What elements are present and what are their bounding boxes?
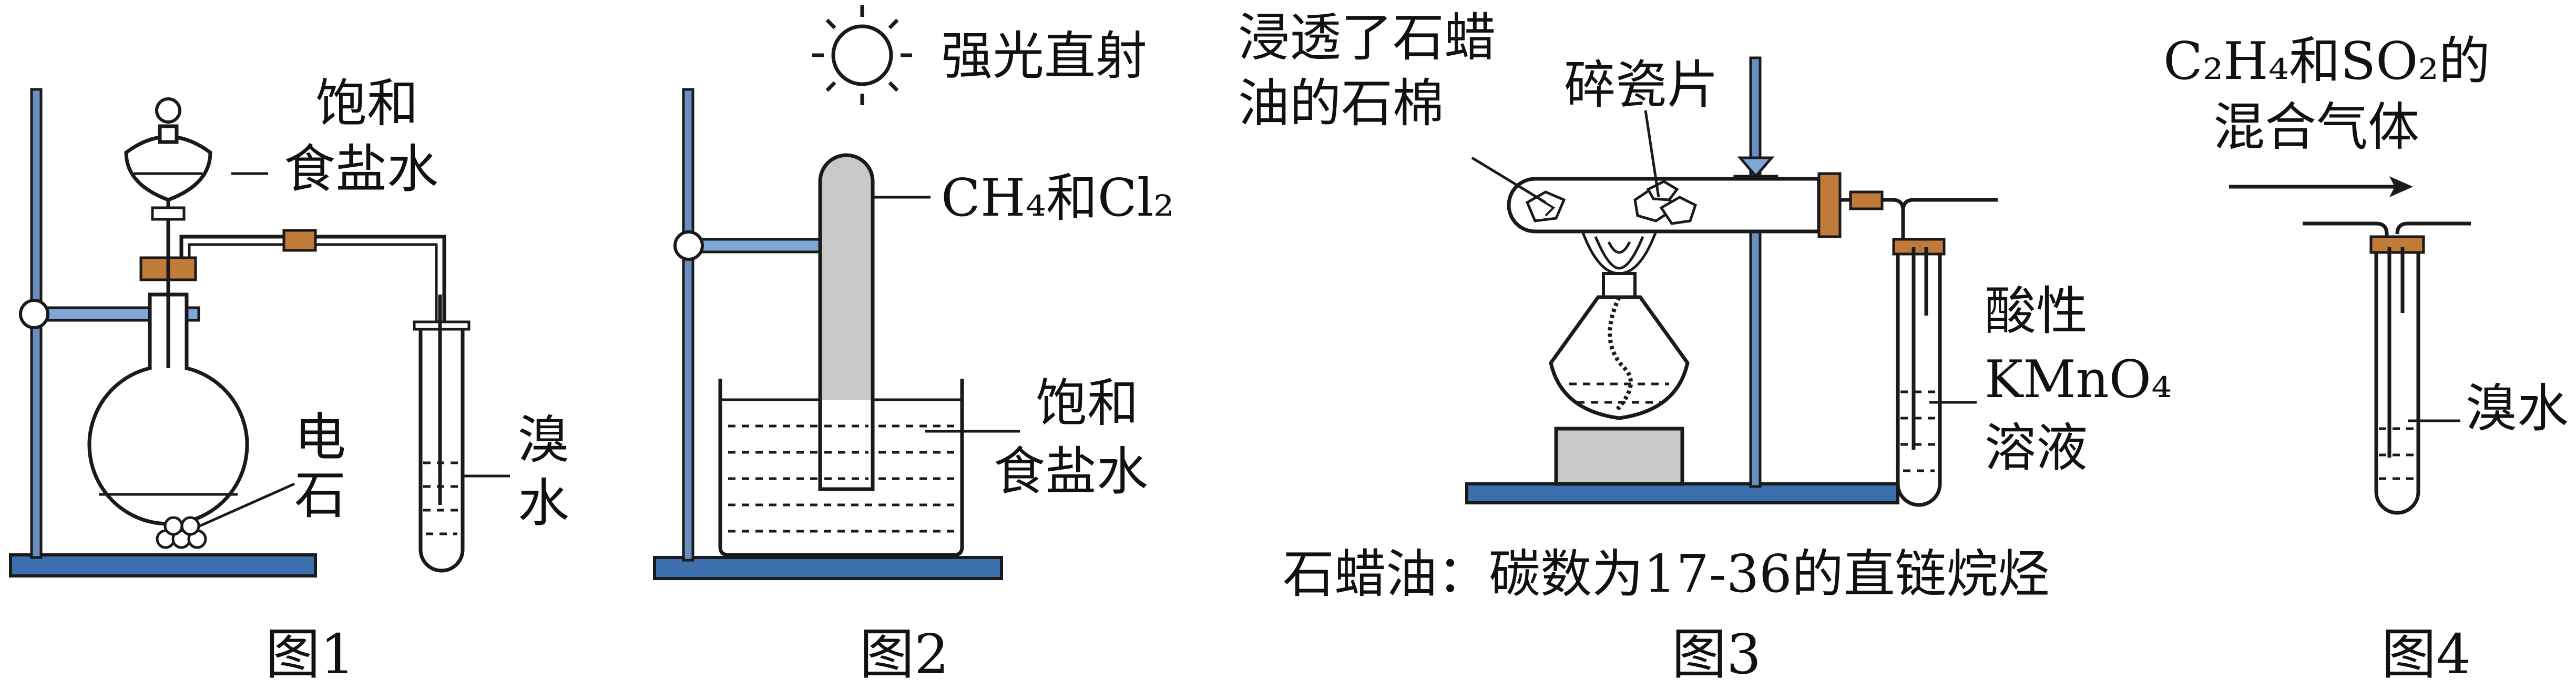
label-brine-2: 食盐水 [994,442,1148,502]
label-reagent-1: 酸性 [1985,281,2088,341]
tube-stopper [2369,235,2425,254]
label-light: 强光直射 [941,26,1147,86]
outlet-tube [2395,221,2471,235]
caption-fig1: 图1 [265,622,355,686]
lamp-wick-holder [1602,272,1637,299]
label-reagent-2: KMnO₄ [1985,350,2172,410]
arrow-head [2389,176,2413,197]
label-bromine: 溴水 [2466,379,2569,439]
caption-fig3: 图3 [1672,622,1761,686]
figure-1: 饱和 食盐水 电 石 溴 水 图1 [9,74,569,686]
label-asbestos-1: 浸透了石蜡 [1238,8,1496,68]
lamp-block [1554,427,1684,486]
funnel-neck [158,124,179,144]
inlet-tube [2303,221,2389,455]
tube-stopper [1892,238,1946,256]
stand-rod [1749,56,1762,488]
label-carbide-1: 电 [294,408,346,468]
delivery-tube-inner [188,243,438,342]
test-tube [1896,240,1942,507]
clamp-jaw [1737,156,1775,178]
label-gas: CH₄和Cl₂ [941,168,1174,228]
lamp-wick [1608,296,1633,412]
delivery-tube [179,235,446,342]
funnel-stopcock [151,206,186,221]
caption-fig2: 图2 [860,622,949,686]
label-brine-2: 食盐水 [284,139,438,199]
figure-3: 浸透了石蜡 油的石棉 碎瓷片 酸性 KMnO₄ 溶液 石蜡油：碳数为17-36的… [1238,8,2172,686]
figure-4: C₂H₄和SO₂的 混合气体 溴水 图4 [2163,32,2569,686]
label-reagent-3: 溶液 [1985,418,2088,478]
test-tube [2374,237,2420,515]
stand-base [9,553,317,577]
carbide-pellets [156,516,207,549]
label-gas-1: C₂H₄和SO₂的 [2163,32,2490,92]
leader-carbide [199,482,295,528]
label-bromine-2: 水 [518,473,569,533]
label-carbide-2: 石 [294,465,346,525]
tube-stopper [1817,172,1842,238]
label-bromine-1: 溴 [518,410,569,470]
clamp-screw [673,230,704,261]
paraffin-note: 石蜡油：碳数为17-36的直链烷烃 [1283,544,2050,604]
rubber-connector [282,229,317,252]
label-brine-1: 饱和 [315,74,418,134]
label-gas-2: 混合气体 [2213,97,2419,157]
clamp-arm [691,238,831,254]
label-porcelain: 碎瓷片 [1564,55,1719,115]
gas-tube-mouth [818,400,875,491]
stand-base [653,556,1003,580]
leader-porcelain [1644,110,1660,198]
alcohol-lamp [1549,295,1690,420]
clamp-screw [19,299,49,329]
outlet-tube [1901,198,1998,211]
leader-asbestos [1471,156,1547,204]
rubber-connector [1849,190,1884,210]
porcelain-chips [1633,180,1698,225]
label-brine-1: 饱和 [1036,373,1139,433]
stand-base [1465,482,1899,504]
caption-fig4: 图4 [2381,622,2471,686]
label-asbestos-2: 油的石棉 [1238,74,1444,134]
sun-icon [812,5,912,105]
dropping-funnel [124,135,212,202]
figure-2: 强光直射 CH₄和Cl₂ 饱和 食盐水 图2 [653,5,1174,686]
stand-rod [682,88,694,562]
funnel-stopper [155,97,181,124]
